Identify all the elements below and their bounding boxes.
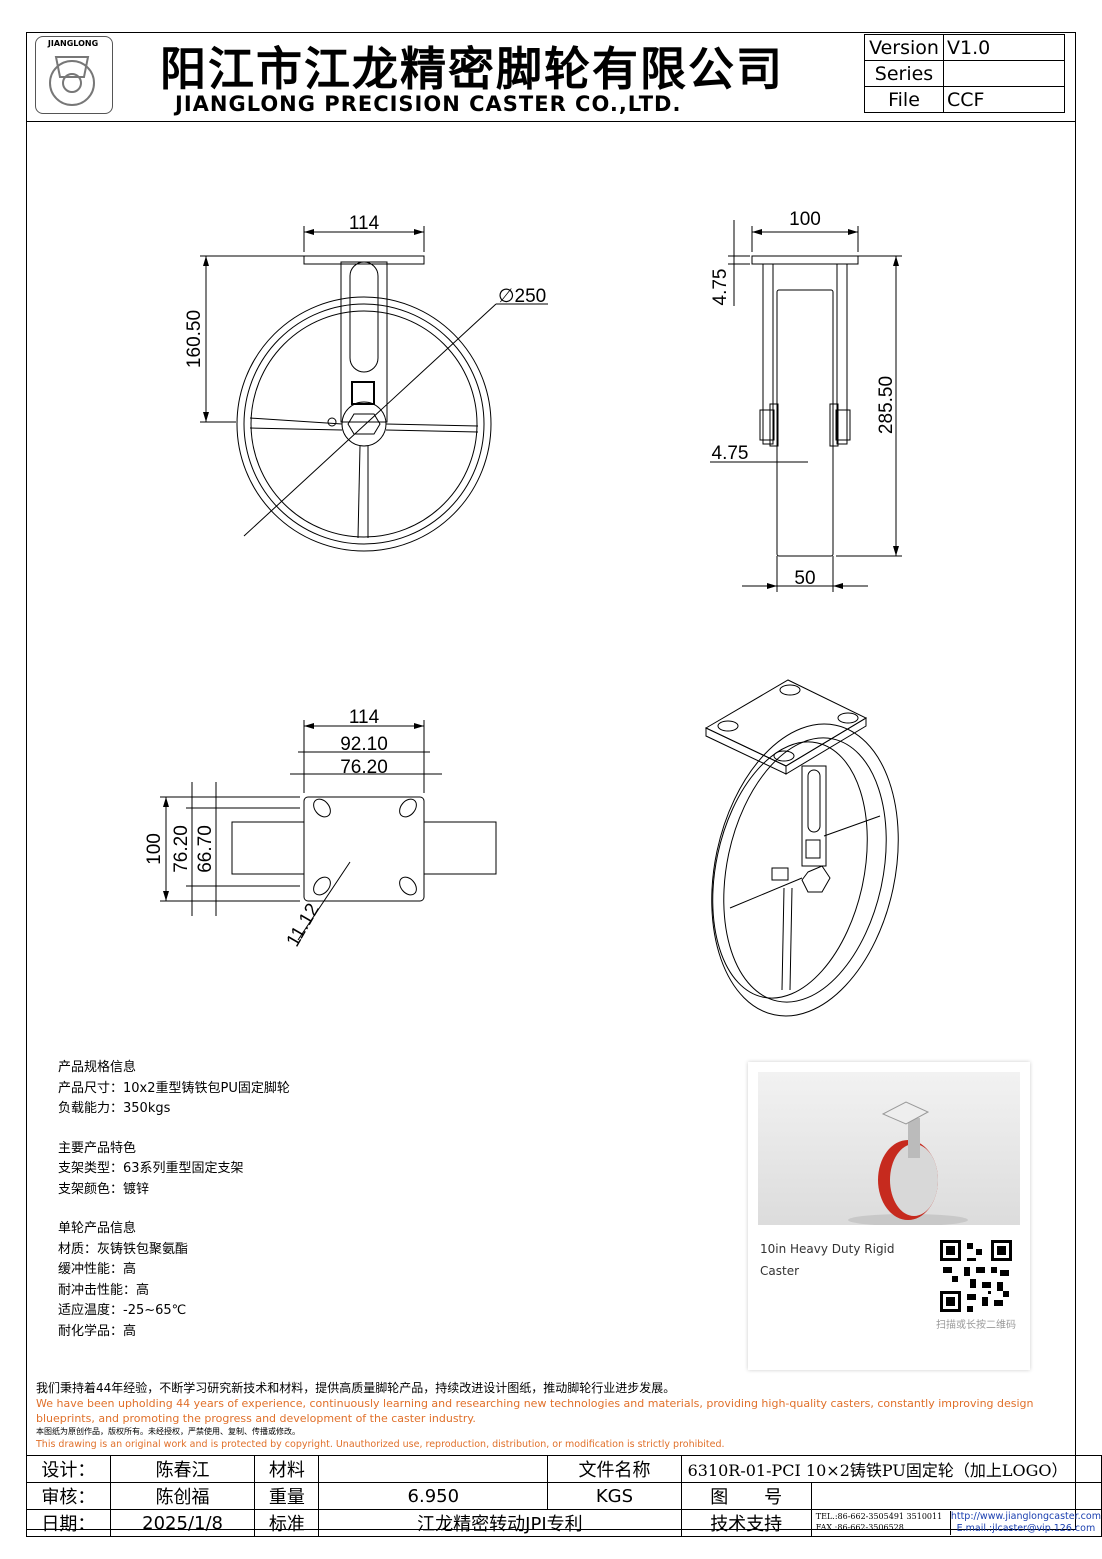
- qr-code-icon[interactable]: [940, 1240, 1012, 1312]
- fax-text: FAX.:86-662-3506528: [815, 1523, 904, 1532]
- company-logo: [35, 36, 113, 114]
- spec-group-1-title: 产品规格信息: [58, 1060, 137, 1075]
- drawing-no-value: [810, 1482, 1102, 1510]
- statement-en: We have been upholding 44 years of exper…: [36, 1397, 1034, 1425]
- copyright-cn: 本图纸为原创作品，版权所有。未经授权，严禁使用、复制、传播或修改。: [36, 1427, 300, 1436]
- series-value: [943, 60, 1065, 87]
- support-label: 技术支持: [680, 1509, 812, 1537]
- dim-plate-width: 114: [349, 707, 380, 728]
- design-label: 设计：: [26, 1455, 111, 1483]
- spec-group-2-title: 主要产品特色: [58, 1140, 137, 1156]
- review-label: 审核：: [26, 1482, 111, 1510]
- copyright-en: This drawing is an original work and is …: [36, 1439, 725, 1450]
- weight-value: 6.950: [318, 1482, 549, 1510]
- date-value: 2025/1/8: [109, 1509, 256, 1537]
- statement-cn: 我们秉持着44年经验，不断学习研究新技术和材料，提供高质量脚轮产品，持续改进设计…: [36, 1381, 676, 1395]
- title-block: 设计： 陈春江 材料 文件名称 6310R-01-PCI 10×2铸铁PU固定轮…: [26, 1455, 1102, 1537]
- dim-side-mid: 4.75: [712, 443, 749, 464]
- standard-label: 标准: [254, 1509, 320, 1537]
- standard-value: 江龙精密转动JPI专利: [318, 1509, 682, 1537]
- review-value: 陈创福: [109, 1482, 256, 1510]
- weight-label: 重量: [254, 1482, 320, 1510]
- design-value: 陈春江: [109, 1455, 256, 1483]
- side-view-drawing: 100 4.75 285.50 4.75 50: [710, 209, 902, 592]
- company-name-cn: 阳江市江龙精密脚轮有限公司: [160, 42, 784, 96]
- file-label: File: [864, 86, 944, 113]
- spec-group-3-title: 单轮产品信息: [58, 1221, 137, 1236]
- qr-caption: 扫描或长按二维码: [936, 1320, 1016, 1331]
- spec-temperature: 适应温度：-25~65℃: [58, 1303, 187, 1318]
- weight-unit: KGS: [547, 1482, 682, 1510]
- dim-wheel-width: 50: [794, 568, 815, 589]
- version-value: V1.0: [943, 34, 1065, 61]
- spec-chemical: 耐化学品：高: [58, 1323, 137, 1339]
- file-value: CCF: [943, 86, 1065, 113]
- company-name-en: JIANGLONG PRECISION CASTER CO.,LTD.: [175, 92, 682, 116]
- dim-side-width: 100: [789, 209, 821, 230]
- material-label: 材料: [254, 1455, 320, 1483]
- logo-text: JIANGLONG: [47, 39, 99, 48]
- dim-front-height: 160.50: [184, 310, 205, 368]
- dim-wheel-diameter: ∅250: [498, 286, 546, 307]
- spec-material: 材质：灰铸铁包聚氨酯: [58, 1241, 189, 1257]
- product-caption: 10in Heavy Duty Rigid Caster: [760, 1242, 895, 1278]
- front-view-drawing: 114 160.50 ∅250: [184, 213, 548, 552]
- date-label: 日期：: [26, 1509, 111, 1537]
- dim-side-height: 285.50: [876, 376, 897, 434]
- dim-slot: 11.12: [283, 900, 324, 950]
- dim-front-width: 114: [349, 213, 380, 234]
- filename-value: 6310R-01-PCI 10×2铸铁PU固定轮（加上LOGO）: [680, 1455, 1102, 1483]
- filename-label: 文件名称: [547, 1455, 682, 1483]
- spec-impact: 耐冲击性能：高: [58, 1282, 150, 1298]
- email-link[interactable]: E.mail.:jlcaster@vip.126.com: [956, 1523, 1096, 1534]
- spec-bracket-color: 支架颜色：镀锌: [58, 1181, 150, 1197]
- spec-load: 负载能力：350kgs: [58, 1101, 171, 1116]
- product-photo: [758, 1072, 1020, 1226]
- top-view-drawing: 114 92.10 76.20 100 76.20 66.70 11.12: [144, 707, 497, 950]
- spec-size: 产品尺寸：10x2重型铸铁包PU固定脚轮: [58, 1080, 290, 1096]
- dim-hole-v1: 76.20: [171, 825, 192, 873]
- website-link[interactable]: http://www.jianglongcaster.com: [950, 1511, 1101, 1522]
- tel-text: TEL.:86-662-3505491 3510011: [815, 1512, 943, 1521]
- version-label: Version: [864, 34, 944, 61]
- drawing-no-label: 图 号: [680, 1482, 812, 1510]
- series-label: Series: [864, 60, 944, 87]
- dim-hole-span-2: 76.20: [340, 757, 388, 778]
- material-value: [318, 1455, 549, 1483]
- spec-cushion: 缓冲性能：高: [58, 1262, 137, 1277]
- dim-side-top: 4.75: [710, 269, 731, 306]
- dim-hole-span-1: 92.10: [340, 734, 388, 755]
- header-divider: [26, 121, 1076, 122]
- isometric-view-drawing: [704, 679, 899, 1017]
- dim-hole-v2: 66.70: [195, 825, 216, 873]
- spec-bracket-type: 支架类型：63系列重型固定支架: [58, 1161, 244, 1176]
- dim-plate-height: 100: [144, 833, 165, 865]
